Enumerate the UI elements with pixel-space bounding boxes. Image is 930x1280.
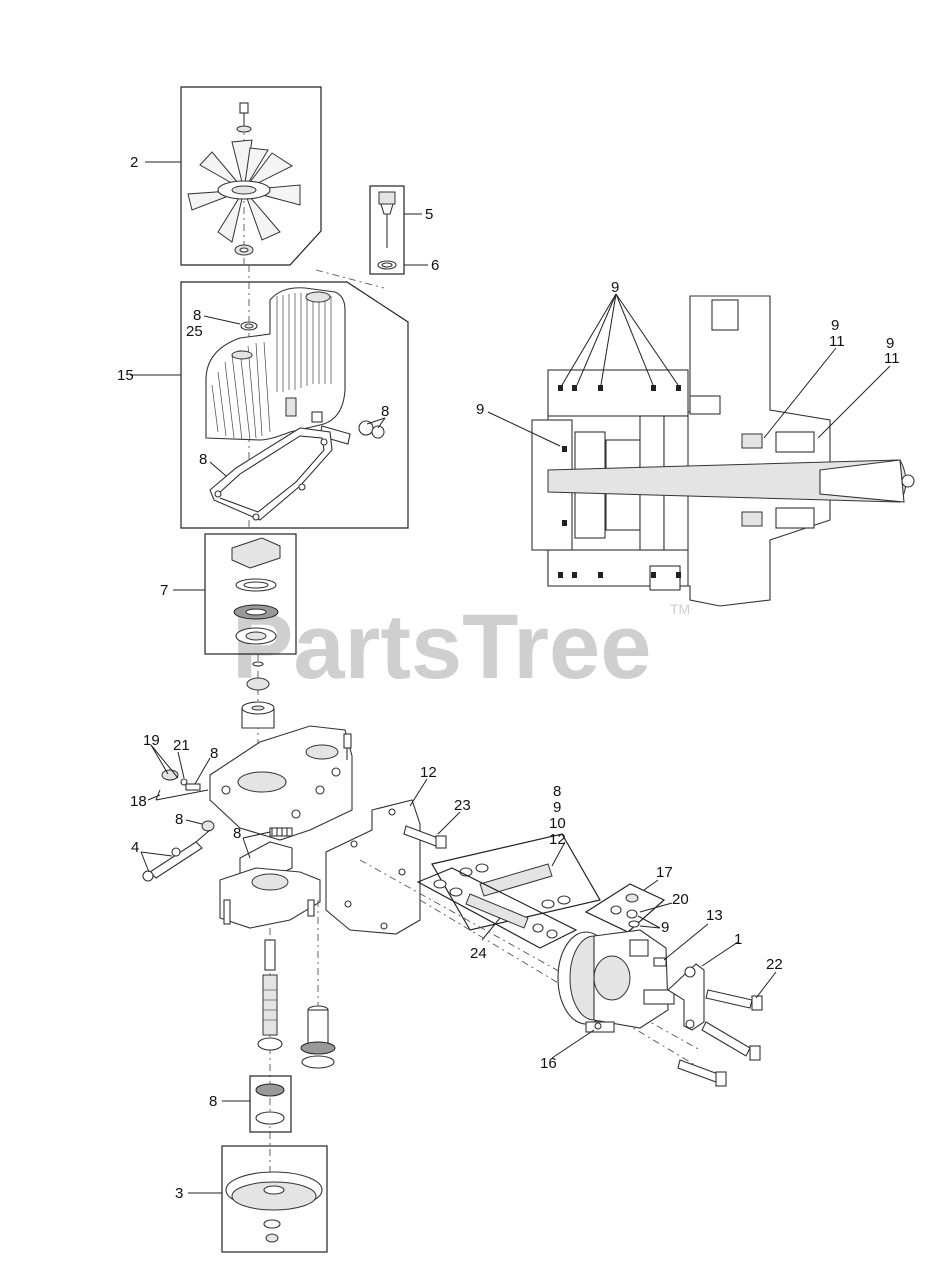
callout-bypass-group: 19 xyxy=(143,732,160,749)
input-shaft[interactable] xyxy=(257,928,283,1180)
callout-valve-20: 20 xyxy=(672,891,689,908)
callout-section-right-9: 9 xyxy=(886,335,894,352)
callout-lever: 4 xyxy=(131,839,139,856)
callout-arm-13: 13 xyxy=(706,907,723,924)
callout-pulley: 3 xyxy=(175,1185,183,1202)
callout-dipstick-oring: 6 xyxy=(431,257,439,274)
callout-kit-10: 10 xyxy=(549,815,566,832)
callout-section-mid-9: 9 xyxy=(831,317,839,334)
lower-pump-housing[interactable] xyxy=(219,867,321,929)
bearing-kit[interactable] xyxy=(204,533,297,655)
callout-kit-9: 9 xyxy=(553,799,561,816)
callout-bolt-23: 23 xyxy=(454,797,471,814)
bolts-22[interactable] xyxy=(677,989,763,1087)
callout-bolt-22: 22 xyxy=(766,956,783,973)
callout-housing-cap: 15 xyxy=(117,367,134,384)
callout-valve-9: 9 xyxy=(661,919,669,936)
callout-kit-24: 24 xyxy=(470,945,487,962)
piston-kit-box[interactable] xyxy=(416,867,578,949)
control-arm[interactable] xyxy=(653,957,705,1031)
center-section[interactable] xyxy=(325,799,421,935)
callout-valve-17: 17 xyxy=(656,864,673,881)
control-lever[interactable] xyxy=(142,820,215,882)
cross-section-view[interactable] xyxy=(531,295,915,607)
callout-lever-seal: 8 xyxy=(175,811,183,828)
callout-center-section: 12 xyxy=(420,764,437,781)
seal-kit-box[interactable] xyxy=(431,833,601,931)
shaft-seal-kit[interactable] xyxy=(249,1075,292,1133)
filter-cartridge[interactable] xyxy=(300,900,336,1069)
callout-dipstick: 5 xyxy=(425,206,433,223)
callout-plate-seals: 8 xyxy=(233,825,241,842)
bolt-23[interactable] xyxy=(403,825,447,849)
callout-fan: 2 xyxy=(130,154,138,171)
callout-bypass-rod: 18 xyxy=(130,793,147,810)
callout-fan-nut-top: 8 xyxy=(193,307,201,324)
pulley-assembly[interactable] xyxy=(221,1145,328,1253)
valve-kit-box[interactable] xyxy=(584,883,666,933)
fan-assembly[interactable] xyxy=(180,86,322,266)
callout-bypass-pin: 21 xyxy=(173,737,190,754)
callout-fan-nut-bottom: 25 xyxy=(186,323,203,340)
callout-motor: 16 xyxy=(540,1055,557,1072)
callout-section-right-11: 11 xyxy=(884,350,900,367)
watermark-trademark: TM xyxy=(670,601,690,617)
callout-shaft-seal: 8 xyxy=(209,1093,217,1110)
housing-cap-assembly[interactable] xyxy=(180,265,409,529)
callout-cap-seals: 8 xyxy=(381,403,389,420)
callout-section-left-seal: 9 xyxy=(476,401,484,418)
hydraulic-motor[interactable] xyxy=(557,929,675,1033)
bypass-valve-parts[interactable] xyxy=(155,769,209,801)
callout-bypass-seal: 8 xyxy=(210,745,218,762)
callout-section-top-seals: 9 xyxy=(611,279,619,296)
dipstick-assembly[interactable] xyxy=(369,185,405,275)
callout-section-mid-11: 11 xyxy=(829,333,845,350)
upper-housing-plate[interactable] xyxy=(209,725,353,841)
callout-cap-gasket: 8 xyxy=(199,451,207,468)
callout-arm-1: 1 xyxy=(734,931,742,948)
callout-bearing-kit: 7 xyxy=(160,582,168,599)
callout-kit-12: 12 xyxy=(549,831,566,848)
spline-coupler[interactable] xyxy=(241,654,275,760)
callout-kit-8: 8 xyxy=(553,783,561,800)
watermark-brand: PartsTree xyxy=(232,596,651,698)
